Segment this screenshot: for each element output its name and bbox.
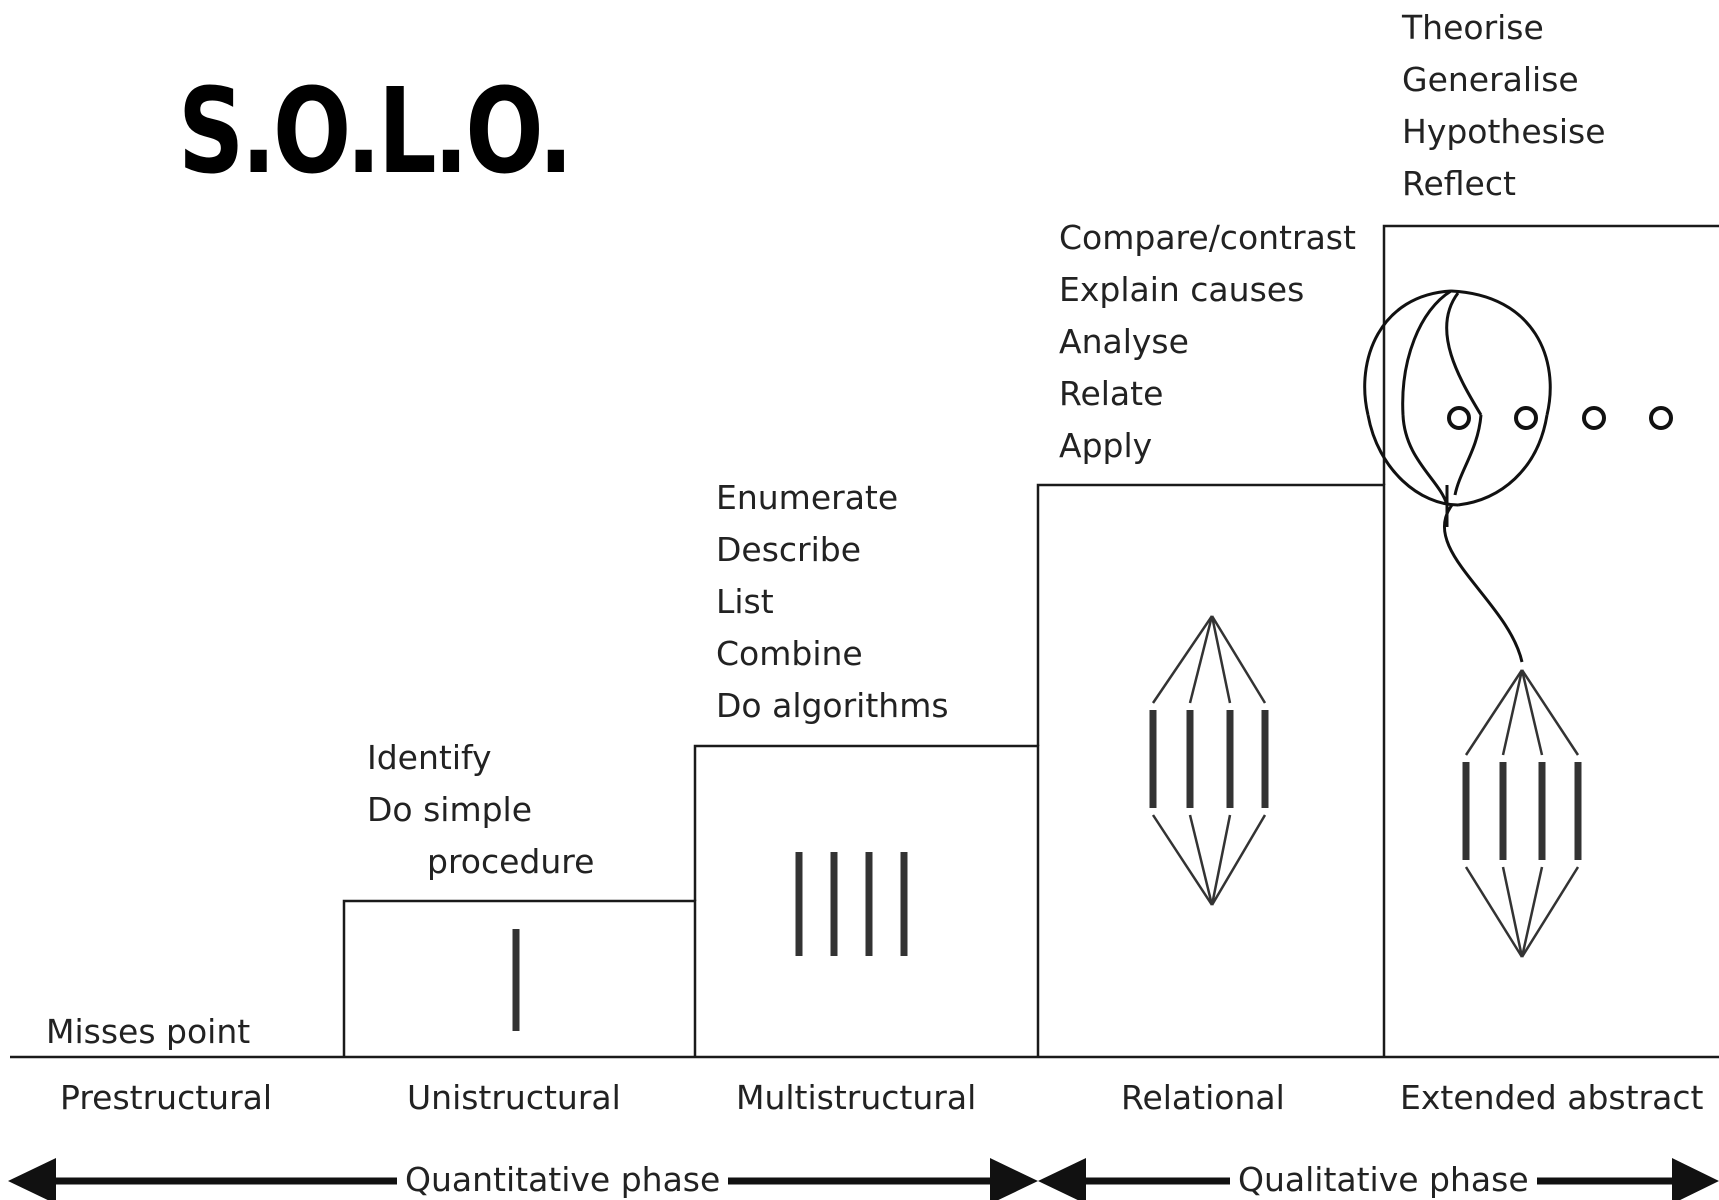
verb: Do algorithms: [716, 686, 949, 725]
level-label-multistructural: Multistructural: [736, 1078, 977, 1117]
step-multistructural: [693, 744, 1040, 1057]
phase-label-quantitative: Quantitative phase: [397, 1160, 729, 1200]
verb: List: [716, 582, 774, 621]
verb: Combine: [716, 634, 863, 673]
verb: Hypothesise: [1402, 112, 1606, 151]
verb: Identify: [367, 738, 492, 777]
step-relational: [1036, 483, 1386, 1057]
step-unistructural: [342, 899, 697, 1057]
verb: Apply: [1059, 426, 1153, 465]
verb: Generalise: [1402, 60, 1579, 99]
qualitative-arrow-left-head: [1038, 1158, 1086, 1200]
relational-verbs: Compare/contrast Explain causes Analyse …: [1059, 212, 1356, 472]
extended-abstract-icon: [1363, 289, 1673, 663]
qualitative-arrow-right-head: [1672, 1158, 1719, 1200]
verb: Describe: [716, 530, 862, 569]
verb: Theorise: [1402, 8, 1544, 47]
verb: Compare/contrast: [1059, 218, 1356, 257]
quantitative-arrow-left-head: [8, 1158, 56, 1200]
verb: Analyse: [1059, 322, 1189, 361]
level-label-relational: Relational: [1121, 1078, 1285, 1117]
extended-abstract-verbs: Theorise Generalise Hypothesise Reflect: [1402, 2, 1606, 210]
staircase-outline: [10, 224, 1719, 1059]
level-label-prestructural: Prestructural: [60, 1078, 273, 1117]
relational-icon: [1149, 615, 1269, 906]
level-label-unistructural: Unistructural: [407, 1078, 621, 1117]
verb: Do simple: [367, 790, 533, 829]
diagram-title: S.O.L.O.: [178, 62, 573, 200]
extended-abstract-fan-icon: [1462, 669, 1582, 958]
unistructural-verbs: Identify Do simple procedure: [367, 732, 594, 888]
level-label-extended-abstract: Extended abstract: [1400, 1078, 1704, 1117]
multistructural-verbs: Enumerate Describe List Combine Do algor…: [716, 472, 949, 732]
verb: procedure: [427, 842, 595, 881]
verb: Reflect: [1402, 164, 1516, 203]
step-extended-abstract: [1382, 224, 1719, 485]
phase-label-qualitative: Qualitative phase: [1230, 1160, 1537, 1200]
multistructural-icon: [795, 852, 908, 956]
quantitative-arrow-right-head: [990, 1158, 1038, 1200]
verb: Enumerate: [716, 478, 899, 517]
verb: Relate: [1059, 374, 1164, 413]
verb: Misses point: [46, 1012, 251, 1051]
verb: Explain causes: [1059, 270, 1305, 309]
prestructural-verbs: Misses point: [46, 1006, 250, 1058]
